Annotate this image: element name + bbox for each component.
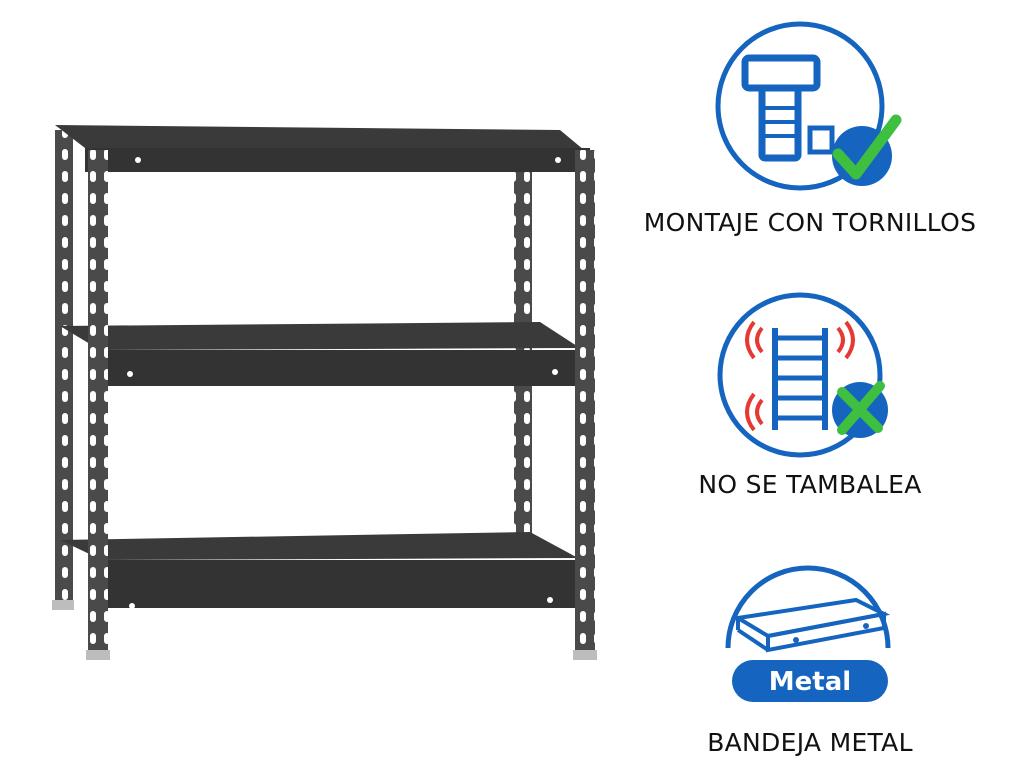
feature-caption: NO SE TAMBALEA xyxy=(698,470,922,499)
top-shelf xyxy=(85,148,590,172)
metal-badge: Metal xyxy=(769,667,851,697)
feature-bolt-assembly: MONTAJE CON TORNILLOS xyxy=(620,10,1000,250)
feature-no-wobble: NO SE TAMBALEA xyxy=(620,280,1000,510)
shelving-unit-image xyxy=(30,100,630,700)
feature-caption: BANDEJA METAL xyxy=(707,728,913,757)
bolt-check-icon xyxy=(710,16,910,210)
feature-metal-tray: Metal BANDEJA METAL xyxy=(620,540,1000,768)
feature-caption: MONTAJE CON TORNILLOS xyxy=(643,208,977,237)
middle-shelf xyxy=(100,350,580,386)
metal-tray-icon: Metal xyxy=(716,548,906,722)
bottom-shelf xyxy=(102,560,578,608)
stable-shelf-no-wobble-icon xyxy=(710,290,910,474)
